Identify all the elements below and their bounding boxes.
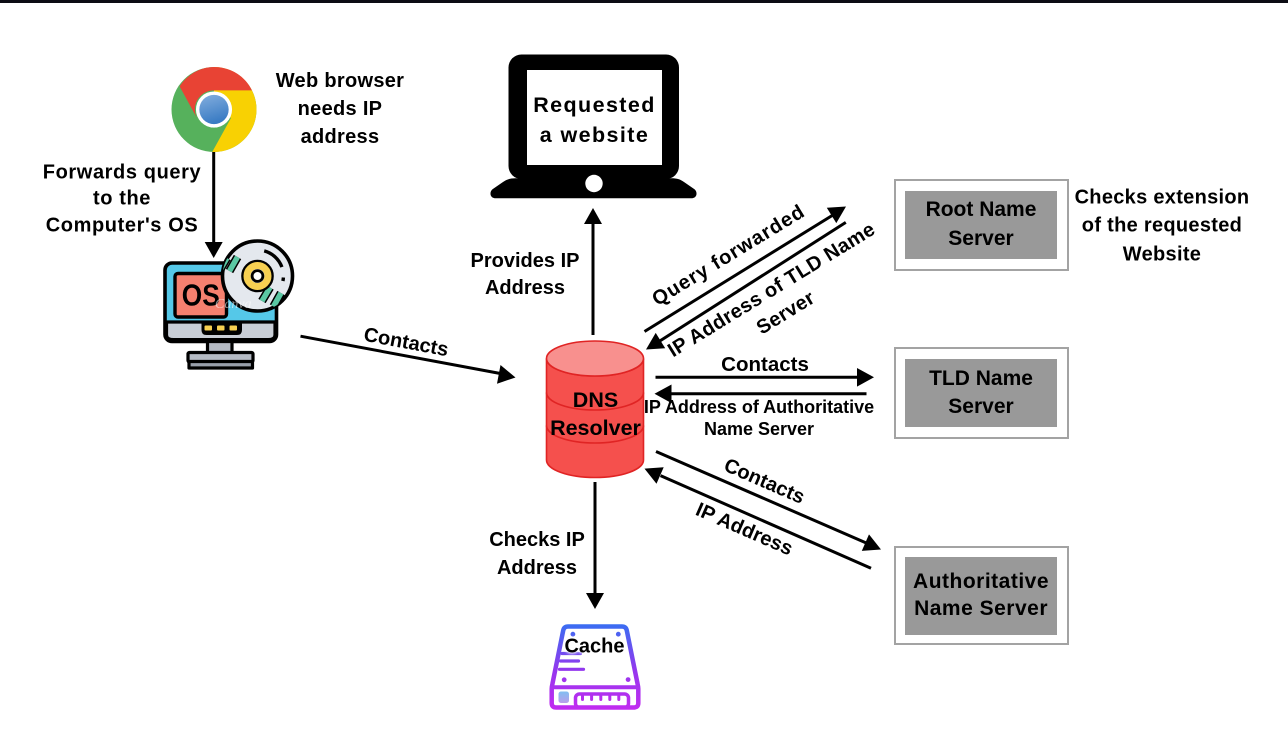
svg-text:Canva: Canva	[215, 297, 252, 312]
svg-text:OS: OS	[182, 278, 220, 313]
